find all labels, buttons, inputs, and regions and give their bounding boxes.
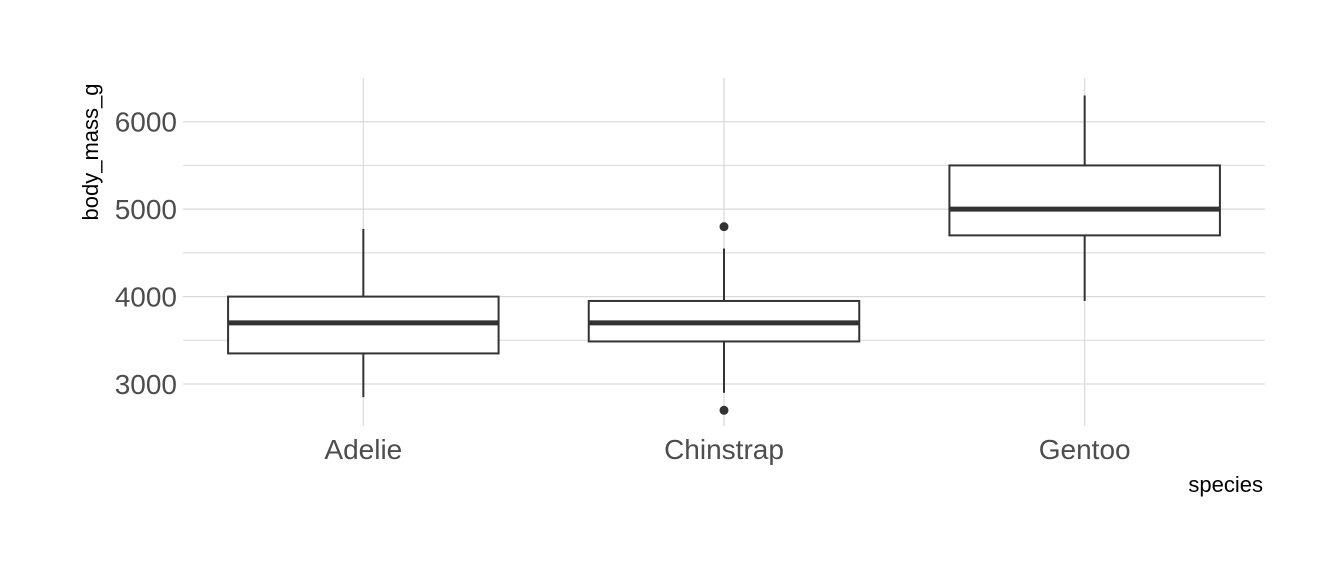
x-axis-title: species [1188,472,1263,497]
box-series [227,95,1221,415]
outlier-point [719,405,729,415]
y-tick-label: 3000 [115,369,177,400]
y-tick-label: 5000 [115,194,177,225]
outlier-point [719,222,729,232]
x-tick-label: Adelie [324,434,402,465]
box-gentoo [948,95,1221,301]
x-tick-label: Gentoo [1039,434,1131,465]
y-tick-label: 6000 [115,107,177,138]
box-iqr [948,164,1221,237]
y-tick-label: 4000 [115,282,177,313]
box-adelie [227,228,500,398]
box-chinstrap [587,222,861,415]
x-tick-label: Chinstrap [664,434,784,465]
y-axis-title: body_mass_g [78,84,103,221]
